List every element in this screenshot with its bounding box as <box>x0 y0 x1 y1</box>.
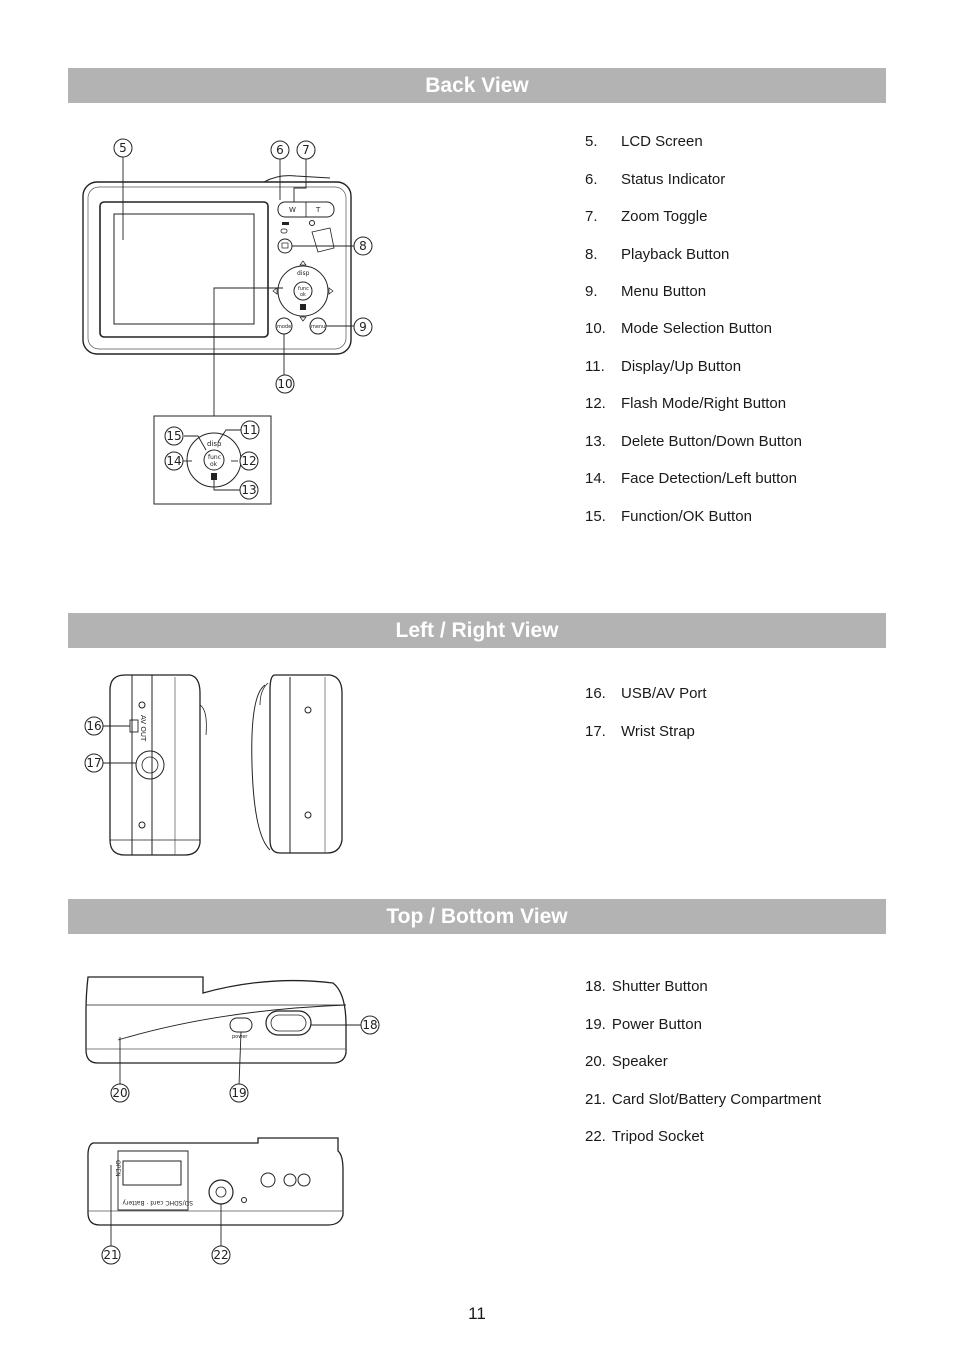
section-title-back-view: Back View <box>68 68 886 103</box>
list-item: 13.Delete Button/Down Button <box>585 433 802 450</box>
callout-7: 7 <box>296 140 316 160</box>
callout-15: 15 <box>164 426 184 446</box>
list-item: 8.Playback Button <box>585 246 730 263</box>
inset-func-label: func <box>208 454 221 461</box>
dpad-func-label: func <box>298 286 309 292</box>
back-view-diagram: W T disp func ok mode menu <box>68 130 388 510</box>
page-number: 11 <box>468 1304 486 1323</box>
callout-20: 20 <box>110 1083 130 1103</box>
section-title-top-bottom-view: Top / Bottom View <box>68 899 886 934</box>
list-item: 9.Menu Button <box>585 283 707 300</box>
dpad-disp-label: disp <box>297 270 310 277</box>
dpad-ok-label: ok <box>300 292 306 298</box>
menu-button-label: menu <box>311 324 325 330</box>
svg-text:18: 18 <box>362 1018 377 1032</box>
svg-text:6: 6 <box>276 143 284 157</box>
list-item: 21.Card Slot/Battery Compartment <box>585 1091 822 1108</box>
callout-6: 6 <box>270 140 290 160</box>
list-item: 22.Tripod Socket <box>585 1128 704 1145</box>
list-item: 14.Face Detection/Left button <box>585 470 797 487</box>
svg-text:7: 7 <box>302 143 310 157</box>
list-item: 6.Status Indicator <box>585 171 726 188</box>
card-battery-label: SD/SDHC card · Battery <box>122 1199 193 1206</box>
svg-text:21: 21 <box>103 1248 118 1262</box>
list-item: 17.Wrist Strap <box>585 723 695 740</box>
list-item: 5.LCD Screen <box>585 133 703 150</box>
zoom-t-label: T <box>315 206 321 214</box>
inset-ok-label: ok <box>210 461 218 468</box>
top-bottom-view-diagram: power 18 19 20 OPEN SD/SDHC card · Batte… <box>78 965 388 1275</box>
list-item: 11.Display/Up Button <box>585 358 742 375</box>
callout-19: 19 <box>229 1083 249 1103</box>
svg-text:10: 10 <box>277 377 292 391</box>
callout-14: 14 <box>164 451 184 471</box>
svg-text:13: 13 <box>241 483 256 497</box>
callout-10: 10 <box>275 374 295 394</box>
list-item: 19.Power Button <box>585 1016 702 1033</box>
callout-12: 12 <box>239 451 259 471</box>
list-item: 10.Mode Selection Button <box>585 320 772 337</box>
svg-text:15: 15 <box>166 429 181 443</box>
power-label: power <box>232 1034 248 1040</box>
open-label: OPEN <box>114 1160 121 1177</box>
av-out-label: AV OUT <box>139 715 147 742</box>
svg-text:16: 16 <box>86 719 101 733</box>
svg-text:5: 5 <box>119 141 127 155</box>
svg-text:8: 8 <box>359 239 367 253</box>
callout-5: 5 <box>113 138 133 158</box>
callout-17: 17 <box>84 753 104 773</box>
svg-text:20: 20 <box>112 1086 127 1100</box>
list-item: 12.Flash Mode/Right Button <box>585 395 787 412</box>
callout-21: 21 <box>101 1245 121 1265</box>
svg-text:11: 11 <box>242 423 257 437</box>
list-item: 16.USB/AV Port <box>585 685 707 702</box>
callout-22: 22 <box>211 1245 231 1265</box>
list-item: 7.Zoom Toggle <box>585 208 708 225</box>
callout-9: 9 <box>353 317 373 337</box>
list-item: 18.Shutter Button <box>585 978 708 995</box>
section-title-left-right-view: Left / Right View <box>68 613 886 648</box>
callout-11: 11 <box>240 420 260 440</box>
side-view-diagram: AV OUT 16 17 <box>80 665 360 865</box>
callout-8: 8 <box>353 236 373 256</box>
mode-button-label: mode <box>277 324 291 330</box>
svg-text:9: 9 <box>359 320 367 334</box>
callout-16: 16 <box>84 716 104 736</box>
callout-18: 18 <box>360 1015 380 1035</box>
inset-disp-label: disp <box>207 440 222 448</box>
svg-text:22: 22 <box>213 1248 228 1262</box>
svg-text:14: 14 <box>166 454 181 468</box>
list-item: 15.Function/OK Button <box>585 508 752 525</box>
svg-text:17: 17 <box>86 756 101 770</box>
zoom-w-label: W <box>289 206 296 214</box>
list-item: 20.Speaker <box>585 1053 668 1070</box>
callout-13: 13 <box>239 480 259 500</box>
svg-text:19: 19 <box>231 1086 246 1100</box>
svg-text:12: 12 <box>241 454 256 468</box>
